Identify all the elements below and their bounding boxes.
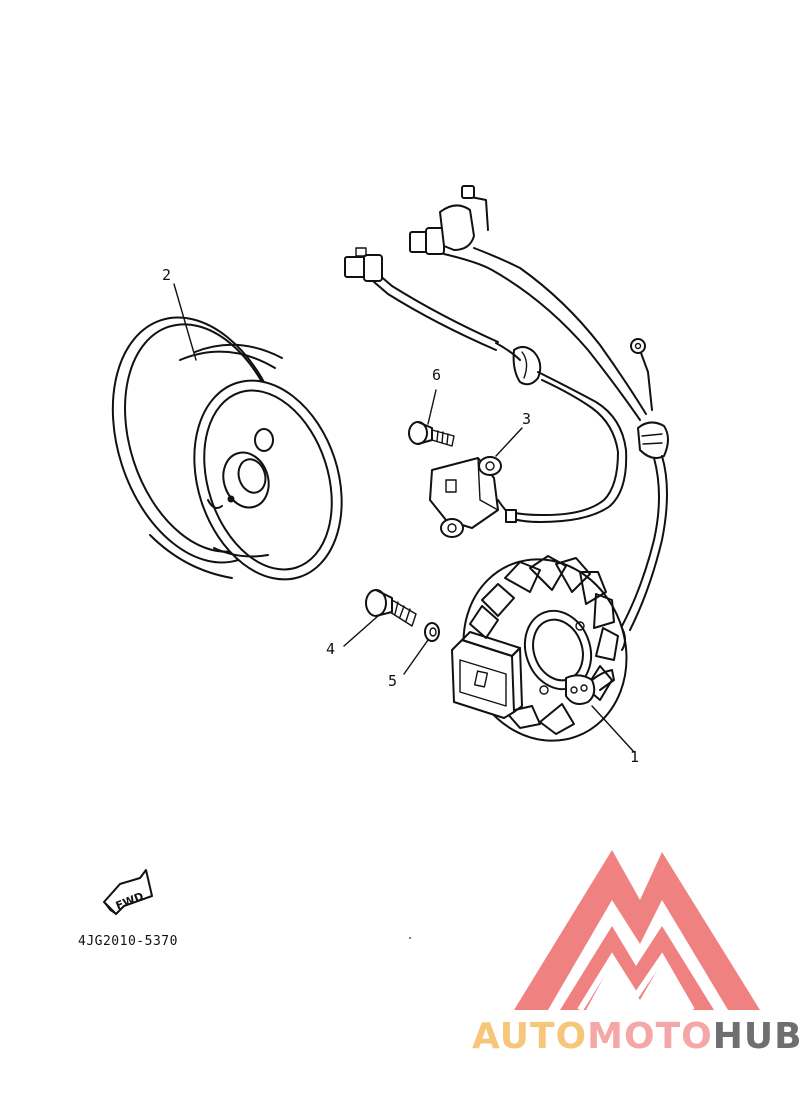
fwd-arrow-icon: FWD [103, 869, 153, 915]
logo-inner-shape [560, 926, 714, 1010]
logo-mountain-shape [514, 850, 760, 1010]
callout-2: 2 [162, 266, 172, 284]
washer-part-5 [424, 622, 440, 642]
screw-part-6 [408, 421, 455, 447]
leader-lines [173, 283, 635, 753]
watermark-part-auto: AUTO [472, 1016, 588, 1057]
stator-part-1 [451, 555, 628, 742]
watermark-logo [514, 850, 760, 1012]
diagram-code: 4JG2010-5370 [78, 934, 178, 949]
callout-4: 4 [326, 640, 336, 658]
callout-5: 5 [388, 672, 398, 690]
watermark-part-hub: HUB [712, 1016, 800, 1057]
callout-6: 6 [432, 366, 442, 384]
watermark-brand: AUTOMOTOHUB [472, 1016, 800, 1057]
wire-harness [344, 185, 669, 631]
bolt-part-4 [365, 589, 417, 627]
callout-1: 1 [630, 748, 640, 766]
callout-3: 3 [522, 410, 532, 428]
rotor-assembly [111, 316, 343, 581]
scan-speck [409, 937, 411, 939]
watermark-part-moto: MOTO [587, 1016, 713, 1057]
pickup-coil [429, 456, 517, 538]
